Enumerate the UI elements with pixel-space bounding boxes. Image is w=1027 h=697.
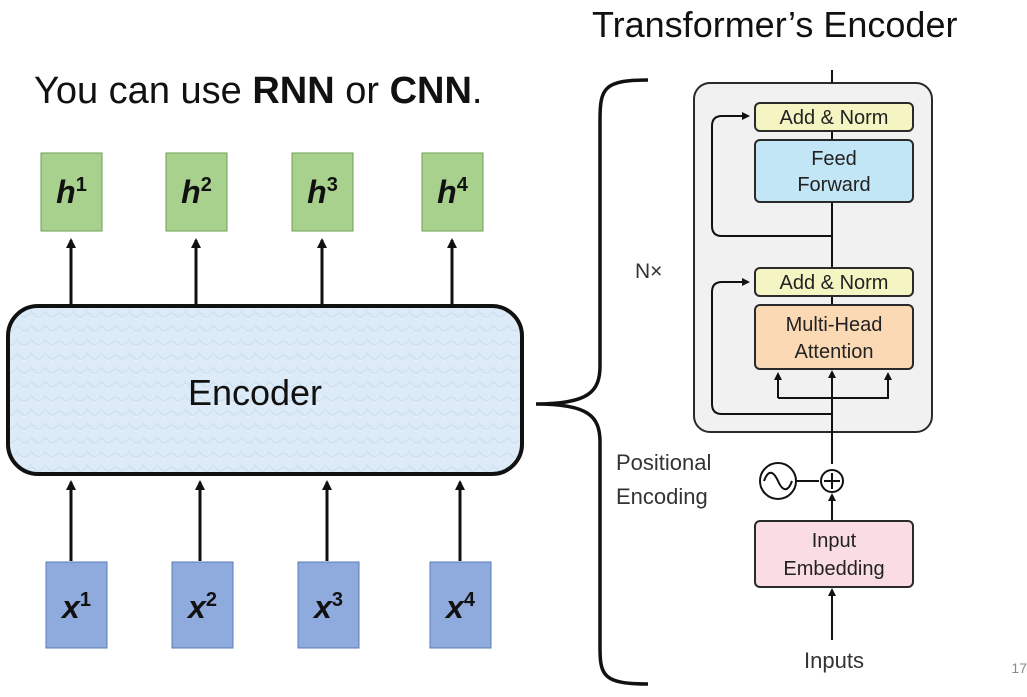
output-box-h2: h2 (165, 152, 228, 232)
input-box-x1: x1 (45, 561, 108, 649)
embedding-label-line1: Input (812, 530, 857, 552)
input-x4-sup: 4 (464, 589, 476, 611)
input-arrows (66, 480, 465, 561)
output-box-h4: h4 (421, 152, 484, 232)
add-norm-top-box (754, 102, 914, 132)
svg-text:h4: h4 (437, 174, 469, 210)
subtitle: You can use RNN or CNN. (34, 70, 482, 113)
subtitle-after: . (471, 70, 483, 112)
add-norm-top-label: Add & Norm (780, 107, 889, 129)
output-h1-sup: 1 (76, 174, 87, 196)
input-box-x2: x2 (171, 561, 234, 649)
output-h1-base: h (56, 174, 76, 210)
svg-text:x4: x4 (444, 589, 476, 625)
svg-text:h1: h1 (56, 174, 87, 210)
svg-text:x3: x3 (312, 589, 343, 625)
svg-text:h3: h3 (307, 174, 338, 210)
positional-label-line2: Encoding (616, 484, 708, 509)
feed-forward-label-line2: Forward (797, 174, 870, 196)
output-box-h3: h3 (291, 152, 354, 232)
embedding-label-line2: Embedding (783, 558, 884, 580)
input-x3-base: x (312, 589, 333, 625)
input-x1-sup: 1 (80, 589, 91, 611)
curly-brace (535, 78, 649, 686)
subtitle-cnn: CNN (389, 70, 472, 112)
page-number: 17 (1011, 660, 1027, 676)
input-x4-base: x (444, 589, 465, 625)
positional-label-line1: Positional (616, 450, 711, 475)
multi-head-attention-box (754, 304, 914, 370)
feed-forward-box (754, 139, 914, 203)
subtitle-rnn: RNN (252, 70, 335, 112)
output-h3-sup: 3 (327, 174, 338, 196)
svg-text:h2: h2 (181, 174, 212, 210)
nx-label: N× (635, 260, 662, 283)
multi-head-label-line2: Attention (795, 341, 874, 363)
output-h2-sup: 2 (201, 174, 212, 196)
output-box-h1: h1 (40, 152, 103, 232)
subtitle-middle: or (334, 70, 390, 112)
output-h4-base: h (437, 174, 457, 210)
feed-forward-label-line1: Feed (811, 148, 857, 170)
input-x2-sup: 2 (206, 589, 217, 611)
input-box-x3: x3 (297, 561, 360, 649)
encoder-box: Encoder (6, 304, 524, 476)
input-box-x4: x4 (429, 561, 492, 649)
svg-text:x2: x2 (186, 589, 217, 625)
transformer-diagram: Add & Norm Feed Forward Add & Norm Multi… (616, 70, 933, 673)
input-x2-base: x (186, 589, 207, 625)
multi-head-label-line1: Multi-Head (786, 314, 883, 336)
svg-text:x1: x1 (60, 589, 91, 625)
encoder-layer-block (693, 82, 933, 433)
output-h4-sup: 4 (457, 174, 469, 196)
output-h3-base: h (307, 174, 327, 210)
input-x3-sup: 3 (332, 589, 343, 611)
output-h2-base: h (181, 174, 201, 210)
diagram-title: Transformer’s Encoder (592, 4, 958, 45)
encoder-label: Encoder (188, 372, 322, 413)
input-x1-base: x (60, 589, 81, 625)
inputs-label: Inputs (804, 648, 864, 673)
add-norm-bottom-label: Add & Norm (780, 272, 889, 294)
add-norm-bottom-box (754, 267, 914, 297)
input-embedding-box (754, 520, 914, 588)
output-arrows (66, 238, 457, 305)
subtitle-before: You can use (34, 70, 253, 112)
